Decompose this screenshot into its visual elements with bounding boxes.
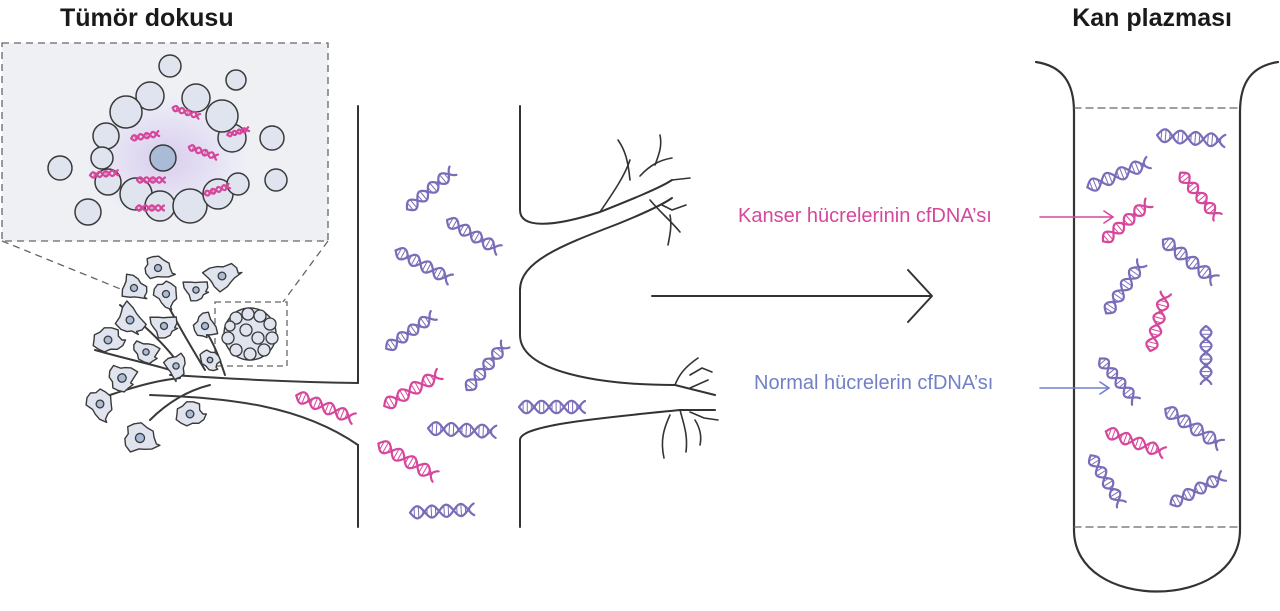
tissue-cell xyxy=(192,311,218,339)
dna-helix-icon xyxy=(294,390,356,424)
tube-outline xyxy=(1036,62,1278,592)
tumor-cluster-cell xyxy=(244,348,256,360)
tumor-cell xyxy=(227,173,249,195)
arrow-right-icon xyxy=(652,270,932,322)
dna-helix-icon xyxy=(1101,259,1146,317)
dna-helix-icon xyxy=(381,369,443,412)
dna-helix-icon xyxy=(1085,157,1151,193)
tumor-cluster-cell xyxy=(222,332,234,344)
tumor-cluster-cell xyxy=(225,321,235,331)
tissue-cell xyxy=(129,336,162,367)
tissue-cell xyxy=(176,402,206,426)
cancer-cfdna-label: Kanser hücrelerinin cfDNA’sı xyxy=(738,205,992,228)
cancer-pointer-arrow xyxy=(1040,211,1113,223)
dna-helix-icon xyxy=(1200,326,1211,384)
dna-helix-icon xyxy=(444,215,502,255)
central-nucleus xyxy=(150,145,176,171)
dna-helix-icon xyxy=(1099,198,1152,245)
tissue-cell xyxy=(103,359,140,395)
dna-helix-icon xyxy=(137,177,165,182)
tissue-cell xyxy=(120,419,165,461)
tumor-cell xyxy=(173,189,207,223)
tissue-cell xyxy=(114,271,153,309)
dna-helix-icon xyxy=(1086,452,1126,507)
tumor-cluster-cell xyxy=(264,318,276,330)
tumor-cluster-cell xyxy=(252,332,264,344)
tissue-cell xyxy=(147,313,180,341)
dna-helix-icon xyxy=(393,245,453,285)
dna-helix-icon xyxy=(136,205,164,210)
tissue-cell xyxy=(141,253,179,286)
tissue-cell xyxy=(93,328,125,352)
dna-helix-icon xyxy=(410,503,475,519)
normal-cfdna-label: Normal hücrelerin cfDNA’sı xyxy=(754,372,993,395)
dna-helix-icon xyxy=(1104,426,1166,458)
tumor-cell xyxy=(93,123,119,149)
dna-helix-icon xyxy=(403,166,456,213)
dna-helix-icon xyxy=(1176,169,1222,221)
tumor-cluster xyxy=(215,302,287,366)
tumor-cell xyxy=(75,199,101,225)
tumor-cluster-cell xyxy=(242,308,254,320)
magnifier-connector-left xyxy=(2,241,123,290)
dna-helix-icon xyxy=(1162,404,1224,451)
tissue-cell xyxy=(202,262,245,294)
tumor-cell xyxy=(226,70,246,90)
tissue-cell xyxy=(164,353,186,381)
tumor-cluster-cell xyxy=(266,332,278,344)
blood-plasma-title: Kan plazması xyxy=(1072,4,1232,33)
dna-helix-icon xyxy=(519,401,585,414)
tumor-cluster-cell xyxy=(254,310,266,322)
vessel-wall-right xyxy=(520,106,672,224)
dna-helix-icon xyxy=(428,422,497,438)
dna-helix-icon xyxy=(1157,129,1226,148)
tumor-cell xyxy=(48,156,72,180)
dna-helix-icon xyxy=(1096,355,1140,405)
dna-helix-icon xyxy=(375,438,438,482)
tumor-cell xyxy=(260,126,284,150)
tumor-cell xyxy=(265,169,287,191)
magnifier-connector-right xyxy=(283,241,328,302)
tumor-cell xyxy=(206,100,238,132)
dna-helix-icon xyxy=(383,311,437,353)
dna-helix-icon xyxy=(1159,235,1219,286)
test-tube-icon xyxy=(1036,62,1278,592)
tissue-cell xyxy=(180,278,210,304)
dna-helix-icon xyxy=(1168,471,1226,509)
dna-helix-icon xyxy=(1145,292,1172,353)
blood-vessel xyxy=(358,106,715,527)
tissue-cell xyxy=(83,387,119,427)
tumor-cluster-cell xyxy=(258,344,270,356)
tumor-cell xyxy=(159,55,181,77)
tumor-tissue-title: Tümör dokusu xyxy=(60,4,234,33)
tumor-cluster-cell xyxy=(230,344,242,356)
tumor-cell xyxy=(91,147,113,169)
tissue-cell xyxy=(150,279,182,314)
tumor-cluster-cell xyxy=(240,324,252,336)
dna-helix-icon xyxy=(462,340,509,393)
tumor-cell xyxy=(182,84,210,112)
tumor-cell xyxy=(110,96,142,128)
